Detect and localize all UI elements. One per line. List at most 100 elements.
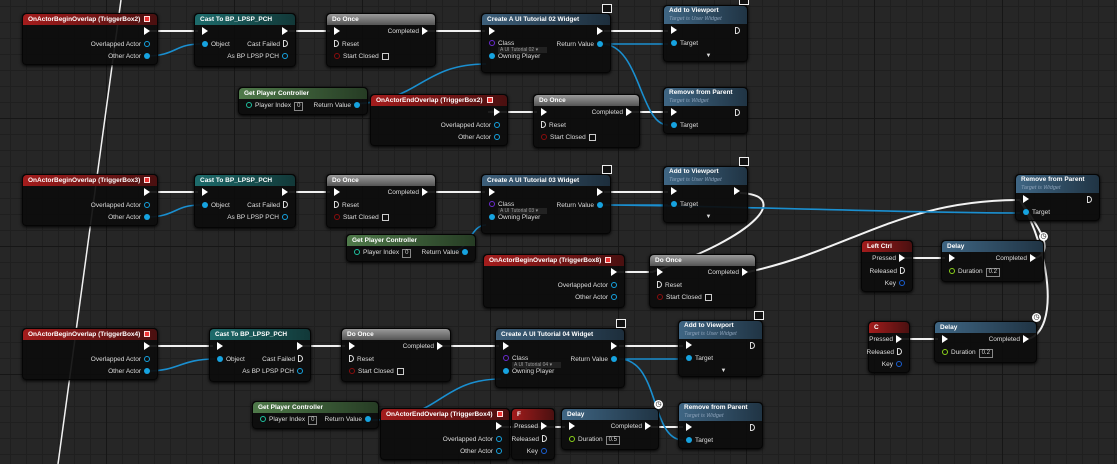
obj-pin-icon[interactable] (144, 214, 150, 221)
exec-pin-row[interactable] (279, 188, 291, 198)
node-header[interactable]: Cast To BP_LPSP_PCH (195, 175, 295, 186)
exec-pin-row[interactable] (747, 341, 758, 351)
obj-pin-icon[interactable] (671, 39, 677, 46)
node-header[interactable]: Do Once (650, 255, 755, 266)
exec-pin-icon[interactable] (671, 26, 677, 35)
node-header[interactable]: Create A UI Tutorial 02 Widget (482, 14, 610, 25)
exec-pin-row[interactable] (594, 188, 606, 198)
exec-pin-row[interactable] (294, 342, 306, 352)
objh-pin-icon[interactable] (282, 53, 288, 60)
bool-pin-icon[interactable] (657, 294, 663, 301)
key-pin-icon[interactable] (899, 280, 905, 287)
obj-pin-icon[interactable] (489, 214, 495, 221)
start-closed-checkbox[interactable] (704, 293, 712, 301)
exech-pin-icon[interactable] (349, 355, 354, 363)
exec-pin-row[interactable] (279, 27, 291, 37)
exec-pin-icon[interactable] (569, 422, 575, 431)
overlapped-actor-pin-row[interactable]: Overlapped Actor (91, 40, 153, 50)
exech-pin-icon[interactable] (542, 435, 547, 443)
exec-pin-icon[interactable] (671, 108, 677, 117)
exec-pin-icon[interactable] (496, 422, 502, 431)
exec-pin-icon[interactable] (1023, 335, 1029, 344)
other-actor-pin-row[interactable]: Other Actor (460, 447, 505, 457)
expand-arrow-icon[interactable]: ▼ (705, 53, 712, 59)
exec-pin-icon[interactable] (611, 268, 617, 277)
exec-pin-icon[interactable] (734, 187, 740, 196)
target-pin-row[interactable]: Target (668, 39, 698, 49)
obj-pin-icon[interactable] (597, 40, 603, 47)
node-header[interactable]: Get Player Controller (239, 88, 367, 99)
exec-pin-icon[interactable] (597, 188, 603, 197)
other-actor-pin-row[interactable]: Other Actor (458, 133, 503, 143)
exec-pin-row[interactable] (491, 108, 503, 118)
objh-pin-icon[interactable] (282, 214, 288, 221)
exec-pin-icon[interactable] (896, 335, 902, 344)
bool-pin-icon[interactable] (349, 368, 355, 375)
node-header[interactable]: OnActorBeginOverlap (TriggerBox8) (484, 255, 624, 266)
exec-pin-row[interactable] (1020, 195, 1032, 205)
obj-pin-icon[interactable] (686, 354, 692, 361)
exech-pin-icon[interactable] (735, 108, 740, 116)
exec-pin-row[interactable] (141, 27, 153, 37)
completed-pin-row[interactable]: Completed (388, 188, 431, 198)
exech-pin-icon[interactable] (298, 355, 303, 363)
exec-pin-row[interactable] (566, 422, 578, 432)
completed-pin-row[interactable]: Completed (996, 254, 1039, 264)
exec-pin-row[interactable] (668, 187, 680, 197)
completed-pin-row[interactable]: Completed (388, 27, 431, 37)
reset-pin-row[interactable]: Reset (331, 40, 359, 50)
exec-pin-icon[interactable] (503, 342, 509, 351)
exec-pin-row[interactable] (331, 27, 343, 37)
obj-pin-icon[interactable] (217, 355, 223, 362)
obj-pin-icon[interactable] (354, 102, 360, 109)
start-closed-pin-row[interactable]: Start Closed (346, 367, 404, 377)
completed-pin-row[interactable]: Completed (592, 108, 635, 118)
objh-pin-icon[interactable] (496, 448, 502, 455)
obj-pin-icon[interactable] (686, 436, 692, 443)
exec-pin-icon[interactable] (597, 27, 603, 36)
float-pin-icon[interactable] (942, 348, 948, 355)
exec-pin-icon[interactable] (202, 27, 208, 36)
exec-pin-icon[interactable] (282, 188, 288, 197)
pressed-pin-row[interactable]: Pressed (869, 335, 905, 345)
obj-pin-icon[interactable] (1023, 208, 1029, 215)
exec-pin-icon[interactable] (144, 188, 150, 197)
float-pin-icon[interactable] (569, 435, 575, 442)
start-closed-pin-row[interactable]: Start Closed (538, 133, 596, 143)
exec-pin-row[interactable] (141, 342, 153, 352)
obj-pin-icon[interactable] (365, 416, 371, 423)
node-onactorbeginoverlap-triggerbox4[interactable]: OnActorBeginOverlap (TriggerBox4)Overlap… (22, 328, 158, 380)
exech-pin-icon[interactable] (897, 348, 902, 356)
pressed-pin-row[interactable]: Pressed (872, 254, 908, 264)
as-bp-lpsp-pch-pin-row[interactable]: As BP LPSP PCH (227, 213, 291, 223)
node-header[interactable]: Delay (935, 322, 1036, 333)
other-actor-pin-row[interactable]: Other Actor (108, 213, 153, 223)
pressed-pin-row[interactable]: Pressed (514, 422, 550, 432)
owning-player-pin-row[interactable]: Owning Player (486, 52, 540, 62)
exec-pin-icon[interactable] (202, 188, 208, 197)
exec-pin-icon[interactable] (144, 27, 150, 36)
owning-player-pin-row[interactable]: Owning Player (500, 367, 554, 377)
exec-pin-icon[interactable] (949, 254, 955, 263)
owning-player-pin-row[interactable]: Owning Player (486, 213, 540, 223)
as-bp-lpsp-pch-pin-row[interactable]: As BP LPSP PCH (242, 367, 306, 377)
exec-pin-row[interactable] (683, 423, 695, 433)
exec-pin-row[interactable] (668, 26, 680, 36)
pin-default-value[interactable]: 0.5 (605, 435, 620, 445)
